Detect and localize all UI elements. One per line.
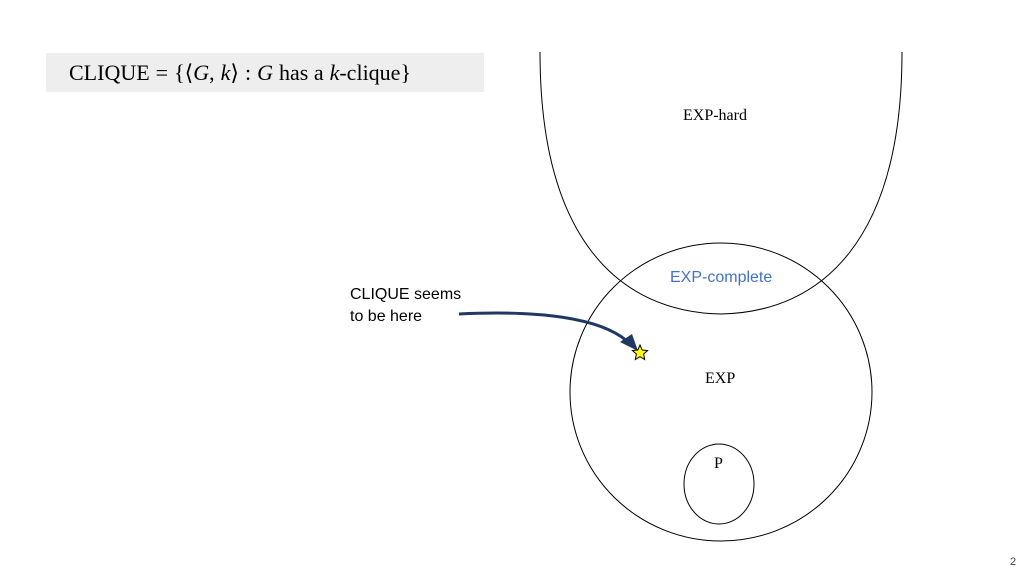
p-label: P [714,455,723,472]
formula-name: CLIQUE [69,59,150,85]
arrowhead-icon [620,334,638,351]
star-icon [631,343,649,361]
formula-equals: = [155,59,169,85]
clique-note-line1: CLIQUE seems [350,286,462,303]
arrow-shaft [458,311,628,343]
exp-region [569,242,873,542]
formula-open-brace: { [174,59,185,85]
formula-has-a: has a [279,59,324,85]
p-region [683,443,755,525]
formula-var-k2: k [329,59,340,85]
formula-close-brace: } [400,59,412,85]
formula-open-angle: ⟨ [184,59,194,85]
clique-note: CLIQUE seems to be here [350,284,461,328]
clique-note-line2: to be here [350,308,423,325]
formula-var-k: k [220,59,231,85]
formula-comma: , [209,59,215,85]
exp-label: EXP [705,370,736,387]
clique-definition: CLIQUE = { ⟨ G , k ⟩ : G has a k -clique… [46,53,484,92]
formula-close-angle: ⟩ [230,59,239,85]
exp-complete-label: EXP-complete [670,269,773,286]
formula-var-g: G [193,59,210,85]
page-number: 2 [1010,556,1017,568]
exp-hard-region [539,51,903,315]
formula-var-g2: G [257,59,273,85]
exp-hard-label: EXP-hard [683,107,747,124]
formula-clique-suffix: -clique [339,59,401,85]
formula-colon: : [244,59,252,85]
